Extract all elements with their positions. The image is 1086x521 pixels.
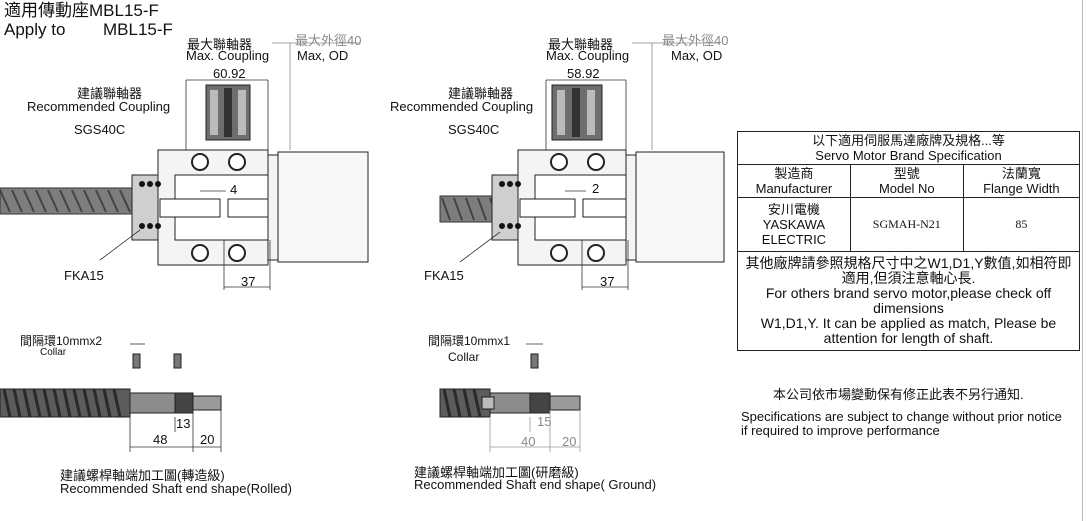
col-manufacturer-en: Manufacturer <box>755 181 833 196</box>
right-max-od-en: Max, OD <box>671 48 723 63</box>
right-rec-coupling-zh: 建議聯軸器 <box>448 86 514 101</box>
right-bearings <box>499 181 521 229</box>
right-coupling <box>551 84 603 141</box>
servo-spec-table: 以下適用伺服馬達廠牌及規格...等 Servo Motor Brand Spec… <box>737 131 1081 351</box>
spec-title-zh: 以下適用伺服馬達廠牌及規格...等 <box>812 133 1005 148</box>
right-max-od-zh: 最大外徑40 <box>662 33 729 48</box>
note-en-2: W1,D1,Y. It can be applied as match, Ple… <box>760 315 1057 346</box>
spec-note-cell: 其他廠牌請參照規格尺寸中之W1,D1,Y數值,如相符即適用,但須注意軸心長. F… <box>737 251 1080 351</box>
left-collar-zh: 間隔環10mmx2 <box>20 334 103 348</box>
spec-header-row: 製造商 Manufacturer 型號 Model No 法蘭寬 Flange … <box>737 164 1081 198</box>
header-apply-label: Apply to <box>4 20 66 39</box>
left-bearings <box>139 181 161 229</box>
left-shaft-en: Recommended Shaft end shape(Rolled) <box>60 481 292 496</box>
left-coupling <box>205 84 251 141</box>
right-shaft-end <box>439 388 581 418</box>
notice-zh: 本公司依市場變動保有修正此表不另行通知. <box>773 387 1024 402</box>
left-rec-coupling-en: Recommended Coupling <box>27 99 171 114</box>
spec-title-row: 以下適用伺服馬達廠牌及規格...等 Servo Motor Brand Spec… <box>737 131 1080 165</box>
left-bolts <box>191 153 246 262</box>
spec-title-en: Servo Motor Brand Specification <box>815 148 1002 163</box>
left-collar-1 <box>132 353 141 369</box>
right-dim-40: 40 <box>521 434 536 449</box>
note-en-1: For others brand servo motor,please chec… <box>765 285 1052 316</box>
spec-col-flange: 法蘭寬 Flange Width <box>962 164 1081 198</box>
left-coupling-width: 60.92 <box>213 66 246 81</box>
left-coupling-model: SGS40C <box>74 122 126 137</box>
right-depth-dim: 37 <box>600 274 615 289</box>
spec-col-model: 型號 Model No <box>849 164 964 198</box>
left-gap-dim: 4 <box>230 182 238 197</box>
right-fka-label: FKA15 <box>424 268 464 283</box>
left-max-od-en: Max, OD <box>297 48 349 63</box>
right-rec-coupling-en: Recommended Coupling <box>390 99 534 114</box>
notice-en-1: Specifications are subject to change wit… <box>741 409 1062 424</box>
left-dim-48: 48 <box>153 432 168 447</box>
left-dim-20: 20 <box>200 432 215 447</box>
frame-border <box>1082 0 1083 521</box>
spec-cell-model: SGMAH-N21 <box>849 197 964 252</box>
left-max-coupling-zh: 最大聯軸器 <box>187 37 253 52</box>
header-title-zh: 適用傳動座MBL15-F <box>4 1 159 20</box>
left-depth-dim: 37 <box>241 274 256 289</box>
right-dim-15: 15 <box>537 414 552 429</box>
spec-cell-flange: 85 <box>962 197 1081 252</box>
note-zh: 其他廠牌請參照規格尺寸中之W1,D1,Y數值,如相符即適用,但須注意軸心長. <box>745 255 1072 286</box>
col-manufacturer-zh: 製造商 <box>774 166 814 181</box>
right-collar-en: Collar <box>448 350 480 364</box>
spec-note-row: 其他廠牌請參照規格尺寸中之W1,D1,Y數值,如相符即適用,但須注意軸心長. F… <box>737 251 1080 351</box>
maker-en-1: YASKAWA <box>762 217 826 232</box>
col-model-en: Model No <box>878 181 935 196</box>
col-flange-zh: 法蘭寬 <box>1001 166 1041 181</box>
left-collar-2 <box>173 353 182 369</box>
left-max-coupling-en: Max. Coupling <box>186 48 270 63</box>
right-assembly-drawing <box>439 42 725 452</box>
left-max-od-zh: 最大外徑40 <box>295 33 362 48</box>
spec-title-cell: 以下適用伺服馬達廠牌及規格...等 Servo Motor Brand Spec… <box>737 131 1080 165</box>
left-collar-en: Collar <box>40 347 67 358</box>
left-rec-coupling-zh: 建議聯軸器 <box>77 86 143 101</box>
left-fka-label: FKA15 <box>64 268 104 283</box>
right-shaft-zh: 建議螺桿軸端加工圖(研磨級) <box>414 465 579 480</box>
left-shaft-end <box>0 388 222 418</box>
notice-en-2: if required to improve performance <box>741 423 940 438</box>
right-collar-1 <box>530 353 539 369</box>
spec-data-row: 安川電機 YASKAWA ELECTRIC SGMAH-N21 85 <box>737 197 1081 252</box>
right-coupling-width: 58.92 <box>567 66 600 81</box>
col-model-zh: 型號 <box>893 166 920 181</box>
left-assembly-drawing <box>0 42 369 452</box>
left-shaft-zh: 建議螺桿軸端加工圖(轉造級) <box>60 468 225 483</box>
right-max-coupling-zh: 最大聯軸器 <box>548 37 614 52</box>
header-apply-model: MBL15-F <box>103 20 173 39</box>
spec-cell-maker: 安川電機 YASKAWA ELECTRIC <box>737 197 851 252</box>
right-coupling-model: SGS40C <box>448 122 500 137</box>
right-collar-zh: 間隔環10mmx1 <box>428 334 511 348</box>
right-shaft-en: Recommended Shaft end shape( Ground) <box>414 477 657 492</box>
maker-zh: 安川電機 <box>767 202 820 217</box>
spec-col-manufacturer: 製造商 Manufacturer <box>737 164 851 198</box>
right-bolts <box>550 153 605 262</box>
col-flange-en: Flange Width <box>983 181 1060 196</box>
right-gap-dim: 2 <box>592 181 600 196</box>
right-max-coupling-en: Max. Coupling <box>546 48 630 63</box>
right-dim-20: 20 <box>562 434 577 449</box>
maker-en-2: ELECTRIC <box>761 232 827 247</box>
left-dim-13: 13 <box>176 416 191 431</box>
